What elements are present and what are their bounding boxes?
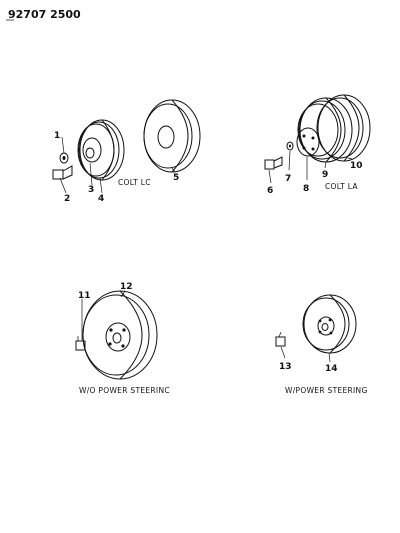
callout-7: 7 xyxy=(285,174,291,184)
callout-5: 5 xyxy=(173,173,179,183)
bolt-6 xyxy=(264,156,283,170)
leader-7 xyxy=(288,150,291,171)
pulley-10 xyxy=(316,94,371,162)
bolt-11 xyxy=(75,336,86,351)
washer-7 xyxy=(286,141,294,151)
hub-8 xyxy=(296,127,320,157)
leader-2 xyxy=(59,177,67,194)
leader-14 xyxy=(328,352,331,363)
leader-5 xyxy=(171,167,176,173)
diagram-code: 92707 2500 xyxy=(8,8,81,21)
leader-10 xyxy=(347,157,353,160)
leader-12 xyxy=(120,290,126,298)
bolt-2 xyxy=(52,165,73,180)
leader-6 xyxy=(268,169,272,184)
caption-w-power-steering: W/POWER STEERING xyxy=(285,386,368,395)
callout-3: 3 xyxy=(88,185,94,195)
bolt-13 xyxy=(275,331,286,347)
pulley-12 xyxy=(82,290,158,380)
callout-4: 4 xyxy=(98,194,104,204)
leader-1 xyxy=(61,136,65,154)
callout-10: 10 xyxy=(350,161,363,171)
pulley-5 xyxy=(143,99,201,173)
leader-13 xyxy=(280,346,286,359)
pulley-14 xyxy=(302,294,357,354)
caption-colt-lc: COLT LC xyxy=(118,178,151,187)
leader-9 xyxy=(324,161,327,169)
callout-2: 2 xyxy=(64,194,70,204)
callout-14: 14 xyxy=(325,364,338,374)
caption-wo-power-steering: W/O POWER STEERINC xyxy=(79,386,170,395)
washer-1 xyxy=(59,152,69,164)
callout-13: 13 xyxy=(279,362,292,372)
callout-1: 1 xyxy=(54,131,60,141)
leader-3 xyxy=(89,162,93,186)
leader-4 xyxy=(99,177,103,194)
callout-8: 8 xyxy=(303,184,309,194)
caption-colt-la: COLT LA xyxy=(325,182,358,191)
pulley-4 xyxy=(77,119,125,181)
pulley-9 xyxy=(297,97,353,163)
callout-11: 11 xyxy=(78,291,91,301)
callout-9: 9 xyxy=(322,170,328,180)
callout-6: 6 xyxy=(267,186,273,196)
callout-12: 12 xyxy=(120,282,133,292)
